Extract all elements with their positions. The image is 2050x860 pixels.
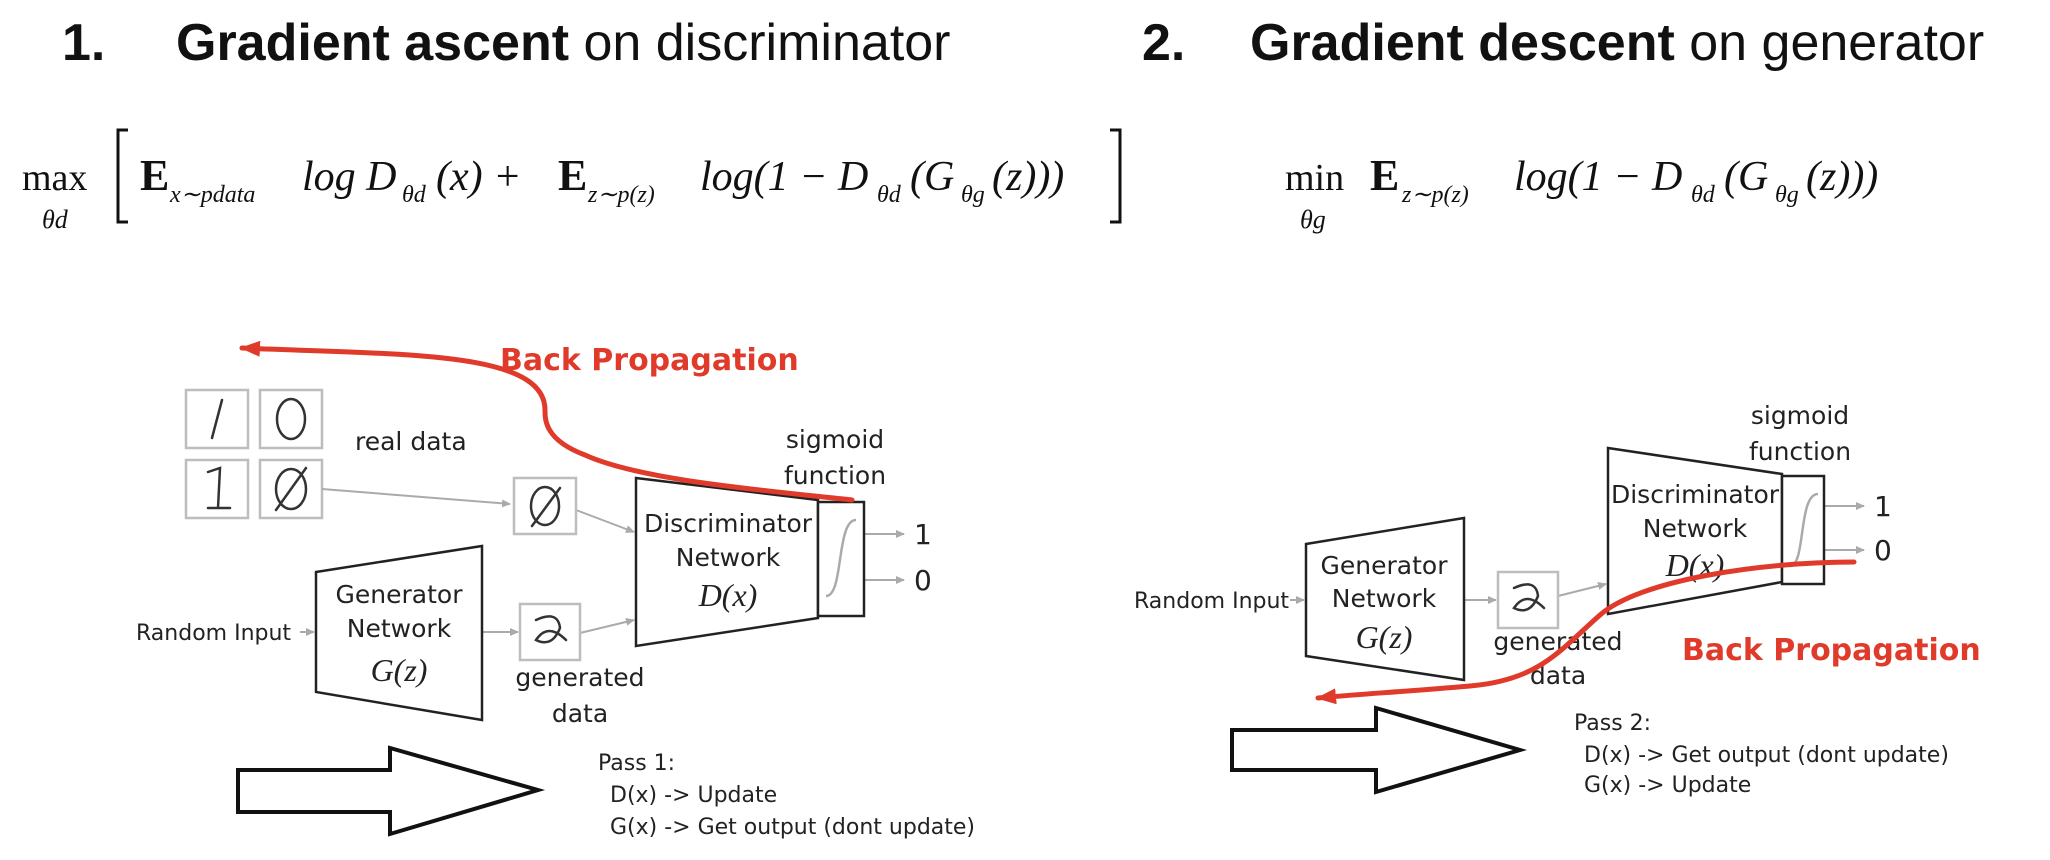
pass2-diagram: Generator Network G(z) generated data Di… [1134,401,1981,798]
real-data-samples [184,388,324,520]
svg-text:max: max [22,157,87,199]
step1-title: Gradient ascent on discriminator [176,14,951,72]
step2-title: Gradient descent on generator [1250,14,1984,72]
step2-number: 2. [1142,14,1185,72]
output-1-label-2: 1 [1874,490,1892,523]
svg-text:(z))): (z))) [992,154,1064,200]
svg-text:function: function [1749,437,1851,466]
svg-text:(x) +: (x) + [436,154,521,200]
svg-text:Discriminator: Discriminator [1611,480,1780,509]
svg-text:Discriminator: Discriminator [644,509,813,538]
sigmoid-curve [825,518,857,598]
svg-text:Network: Network [676,543,781,572]
generator-network-block [314,544,484,722]
discriminator-objective: max θd E x∼pdata log D θd (x) + E z∼p(z)… [22,128,1122,234]
back-propagation-label: Back Propagation [500,343,799,378]
svg-text:x∼pdata: x∼pdata [169,182,255,208]
svg-text:θd: θd [1691,182,1716,208]
svg-text:min: min [1285,157,1344,199]
pass1-diagram: real data Generator Network G(z) Discrim… [136,340,975,840]
svg-text:log D: log D [302,154,397,200]
back-propagation-arrow [239,340,855,503]
svg-text:generated: generated [515,663,644,692]
step2-heading: 2. Gradient descent on generator [1142,14,1984,72]
svg-text:(z))): (z))) [1806,154,1878,200]
svg-text:z∼p(z): z∼p(z) [1401,182,1469,208]
output-1-label: 1 [914,518,932,551]
pass1-line1: D(x) -> Update [610,783,777,808]
output-0-label-2: 0 [1874,534,1892,567]
svg-text:Generator: Generator [336,580,464,609]
svg-text:sigmoid: sigmoid [786,425,884,454]
pass2-flow-arrow [1230,705,1528,795]
back-propagation-arrow-2 [1315,559,1857,705]
svg-text:Network: Network [347,614,452,643]
generated-to-discriminator-arrow-2 [1557,582,1607,597]
svg-text:θg: θg [1300,205,1326,234]
svg-text:D(x): D(x) [698,577,758,613]
pass2-line2: G(x) -> Update [1584,773,1751,798]
random-input-label: Random Input [136,621,291,646]
pass1-line2: G(x) -> Get output (dont update) [610,815,975,840]
svg-text:z∼p(z): z∼p(z) [587,182,655,208]
step1-number: 1. [62,14,105,72]
svg-text:θg: θg [961,182,985,208]
svg-text:log(1 − D: log(1 − D [700,154,868,200]
step1-heading: 1. Gradient ascent on discriminator [62,14,951,72]
svg-text:E: E [140,151,169,200]
svg-text:sigmoid: sigmoid [1751,401,1849,430]
svg-text:θg: θg [1775,182,1799,208]
real-sample-1 [184,388,250,450]
right-bracket [1110,128,1122,224]
back-propagation-label-2: Back Propagation [1682,633,1981,668]
output-0-label: 0 [914,564,932,597]
svg-text:(G: (G [1724,154,1768,200]
svg-text:θd: θd [42,205,69,234]
pass2-title: Pass 2: [1574,711,1651,736]
real-to-sample-arrow [321,488,511,508]
generator-network-block-2 [1304,516,1466,682]
random-input-label-2: Random Input [1134,589,1289,614]
svg-text:E: E [1370,151,1399,200]
pass2-line1: D(x) -> Get output (dont update) [1584,743,1949,768]
svg-text:Generator: Generator [1321,551,1449,580]
generated-to-discriminator-arrow [579,617,635,634]
svg-text:(G: (G [910,154,954,200]
discriminator-network-block [634,476,820,648]
generator-objective: min θg E z∼p(z) log(1 − D θd (G θg (z))) [1285,151,1878,234]
svg-text:G(z): G(z) [371,652,428,688]
svg-text:function: function [784,461,886,490]
real-data-label: real data [355,427,467,456]
svg-text:data: data [552,699,608,728]
svg-text:G(z): G(z) [1356,619,1413,655]
svg-text:Network: Network [1332,584,1437,613]
pass1-flow-arrow [236,745,546,837]
pass1-title: Pass 1: [598,751,675,776]
svg-text:θd: θd [877,182,902,208]
svg-text:log(1 − D: log(1 − D [1514,154,1682,200]
svg-text:θd: θd [402,182,427,208]
sample-to-discriminator-arrow [575,509,635,533]
svg-text:E: E [558,151,587,200]
left-bracket [116,128,128,224]
svg-text:Network: Network [1643,514,1748,543]
